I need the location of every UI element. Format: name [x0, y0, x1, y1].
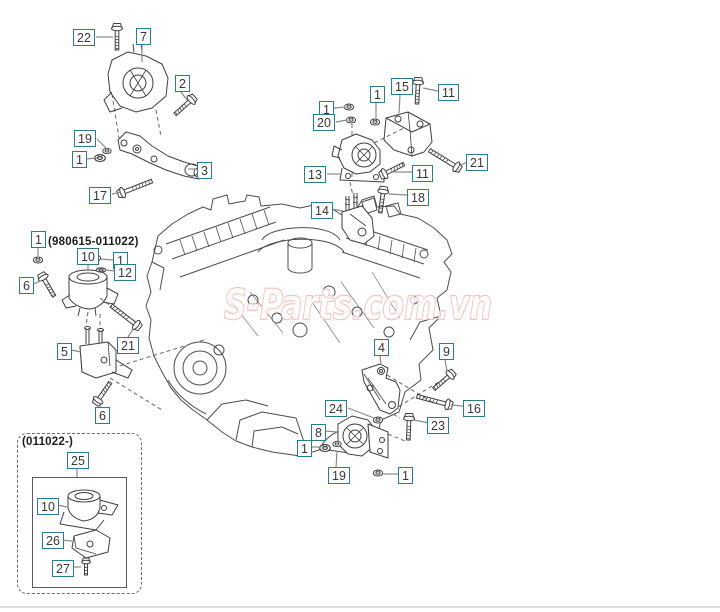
- callout-4[interactable]: 4: [374, 339, 389, 356]
- callout-15[interactable]: 15: [391, 78, 413, 95]
- callout-14[interactable]: 14: [311, 202, 333, 219]
- callout-17[interactable]: 17: [89, 187, 111, 204]
- callout-10-a[interactable]: 10: [77, 248, 99, 265]
- callout-3[interactable]: 3: [197, 162, 212, 179]
- callout-1-g[interactable]: 1: [398, 467, 413, 484]
- part-mount-8: [337, 415, 389, 459]
- dashed-projection-lines: [85, 93, 443, 442]
- bottom-divider: [0, 606, 720, 608]
- callout-5[interactable]: 5: [57, 343, 72, 360]
- callout-26[interactable]: 26: [42, 532, 64, 549]
- variant-range-top: (980615-011022): [48, 236, 139, 248]
- part-bracket-5: [79, 326, 133, 379]
- callout-1-d[interactable]: 1: [31, 231, 46, 248]
- callout-8[interactable]: 8: [311, 424, 326, 441]
- part-mount-7: [103, 43, 169, 113]
- callout-23[interactable]: 23: [427, 417, 449, 434]
- callout-19-a[interactable]: 19: [74, 130, 96, 147]
- callout-1-a[interactable]: 1: [72, 151, 87, 168]
- callout-12[interactable]: 12: [114, 264, 136, 281]
- callout-19-b[interactable]: 19: [328, 467, 350, 484]
- callout-24[interactable]: 24: [325, 400, 347, 417]
- callout-13[interactable]: 13: [304, 166, 326, 183]
- callout-6-b[interactable]: 6: [95, 407, 110, 424]
- callout-22[interactable]: 22: [73, 29, 95, 46]
- callout-21-a[interactable]: 21: [466, 154, 488, 171]
- callout-2[interactable]: 2: [175, 75, 190, 92]
- callout-25[interactable]: 25: [67, 452, 89, 469]
- callout-10-b[interactable]: 10: [37, 498, 59, 515]
- variant-range-bottom: (011022-): [22, 436, 74, 448]
- late-variant-group-box: [17, 433, 142, 594]
- watermark-text: S-Parts.com.vn: [224, 280, 492, 329]
- callout-1-f[interactable]: 1: [297, 440, 312, 457]
- callout-16[interactable]: 16: [463, 400, 485, 417]
- part-bracket-15: [383, 111, 433, 157]
- part-mount-10-late: [59, 489, 119, 531]
- callout-7[interactable]: 7: [136, 28, 151, 45]
- part-bracket-14: [341, 193, 375, 245]
- part-bracket-3: [117, 131, 204, 180]
- part-mount-10: [61, 269, 119, 317]
- callout-27[interactable]: 27: [52, 560, 74, 577]
- part-mount-13: [331, 133, 385, 183]
- part-bracket-4: [361, 363, 401, 415]
- callout-21-b[interactable]: 21: [117, 337, 139, 354]
- callout-20[interactable]: 20: [313, 114, 335, 131]
- callout-6-a[interactable]: 6: [19, 277, 34, 294]
- engine-drawing: [145, 194, 453, 457]
- part-bracket-26: [71, 529, 111, 559]
- callout-11-b[interactable]: 11: [412, 165, 433, 182]
- callout-11-a[interactable]: 11: [438, 84, 459, 101]
- callout-1-b[interactable]: 1: [370, 86, 385, 103]
- leader-lines: [32, 36, 468, 568]
- callout-18[interactable]: 18: [407, 189, 429, 206]
- callout-9[interactable]: 9: [439, 343, 454, 360]
- late-variant-inner-box: [32, 477, 127, 588]
